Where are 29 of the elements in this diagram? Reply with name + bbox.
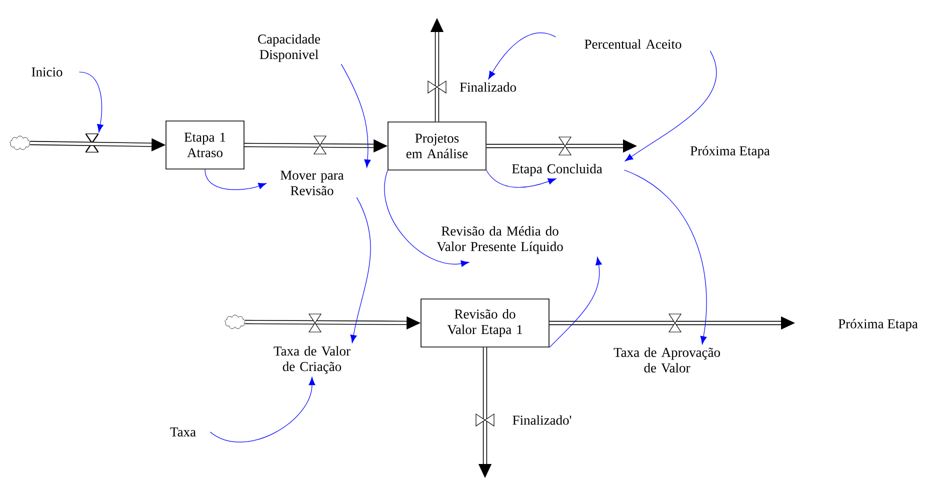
link-arrow: [340, 64, 371, 168]
variable-label: Próxima Etapa: [690, 146, 770, 158]
variable-label: Mover para Revisão: [280, 170, 344, 196]
variable-label: Percentual Aceito: [584, 39, 682, 49]
variable-label: Taxa de Valor de Criação: [274, 346, 350, 374]
cloud-symbol: [224, 314, 246, 329]
stock-box: Projetos em Análise: [388, 122, 486, 170]
variable-label: Revisão da Média do Valor Presente Líquido: [436, 226, 563, 254]
stock-box: Revisão do Valor Etapa 1: [420, 298, 550, 348]
link-arrow: [78, 72, 104, 132]
link-arrow: [549, 256, 602, 348]
variable-label: Próxima Etapa: [838, 318, 918, 332]
stock-box: Etapa 1 Atraso: [166, 120, 244, 170]
link-arrow: [624, 170, 707, 344]
link-arrow: [486, 170, 556, 188]
cloud-symbol: [10, 136, 30, 150]
variable-label: Inicio: [32, 67, 62, 77]
variable-label: Taxa: [170, 428, 196, 436]
variable-label: Capacidade Disponivel: [258, 34, 320, 62]
link-arrow: [488, 32, 556, 80]
link-arrow: [384, 170, 470, 267]
variable-label: Finalizado: [460, 82, 516, 92]
variable-label: Finalizado': [512, 415, 572, 425]
link-arrow: [350, 197, 371, 344]
link-arrow: [624, 50, 717, 162]
link-arrow: [210, 376, 316, 442]
link-arrow: [204, 169, 266, 190]
variable-label: Etapa Concluida: [512, 164, 602, 176]
variable-label: Taxa de Aprovação de Valor: [614, 347, 720, 373]
